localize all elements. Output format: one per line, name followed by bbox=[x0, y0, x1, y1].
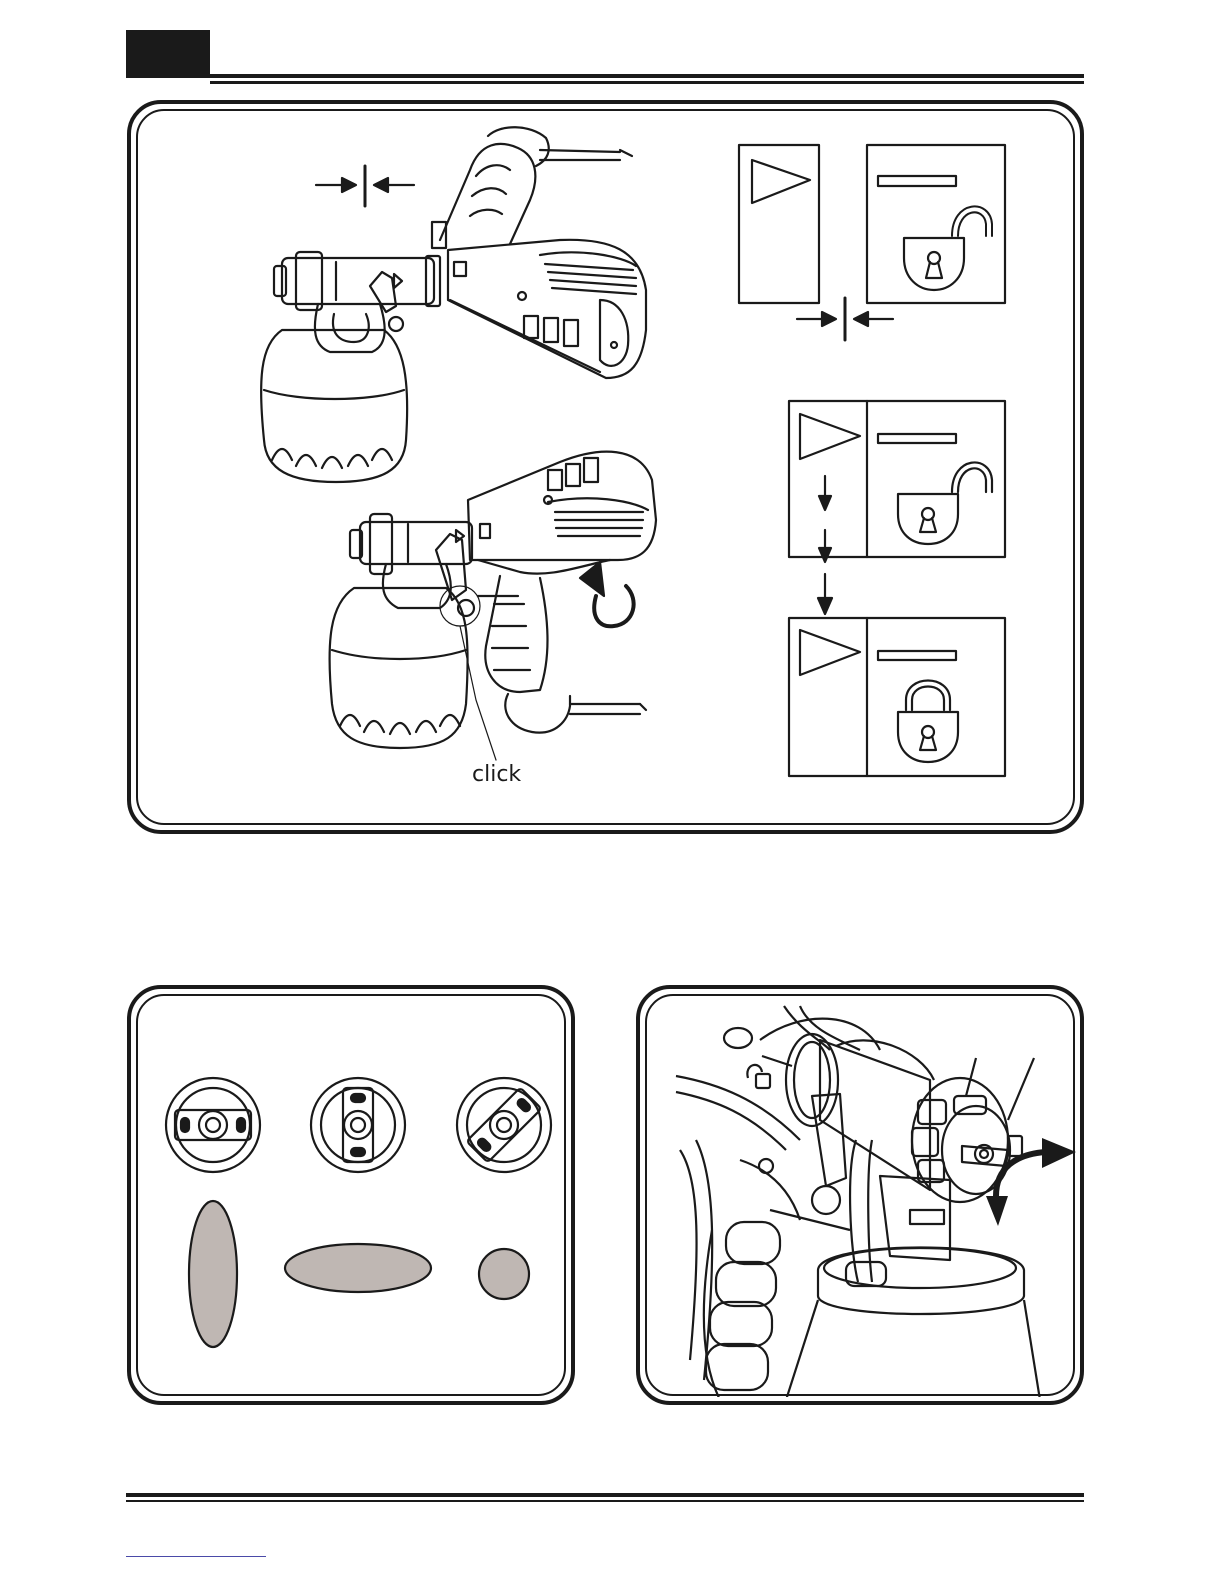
footer-rule bbox=[126, 1493, 1084, 1497]
header-tab bbox=[126, 30, 210, 76]
assembly-panel bbox=[127, 100, 1084, 834]
footer-rule-thin bbox=[126, 1500, 1084, 1502]
header-rule-thin bbox=[210, 81, 1084, 84]
footer-link-underline bbox=[126, 1556, 266, 1557]
spray-pattern-panel bbox=[127, 985, 575, 1405]
click-label: click bbox=[472, 762, 521, 787]
header-rule bbox=[126, 74, 1084, 78]
nozzle-adjust-panel bbox=[636, 985, 1084, 1405]
